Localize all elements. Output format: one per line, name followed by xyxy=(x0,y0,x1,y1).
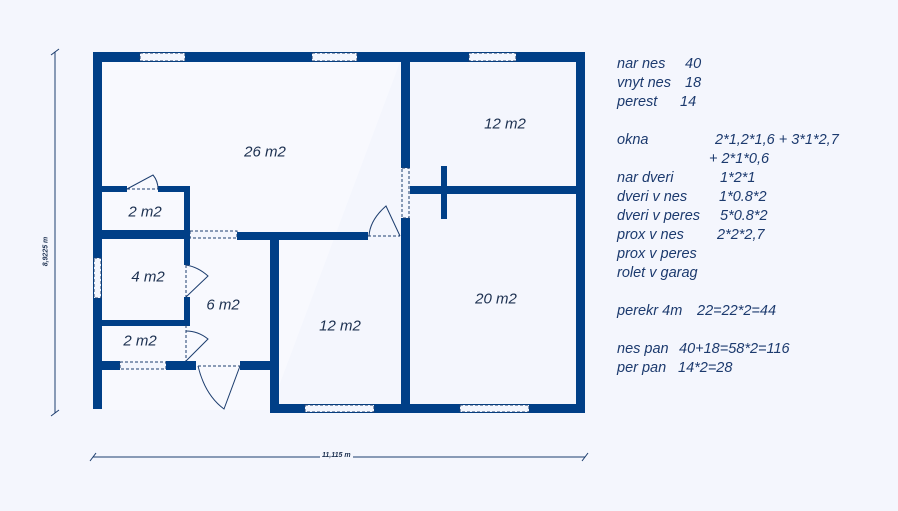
note-value: 14*2=28 xyxy=(678,360,733,376)
room-area-bedroom-bottom: 12 m2 xyxy=(319,317,361,335)
room-area-living: 26 m2 xyxy=(244,143,286,161)
room-area-bedroom-top-right: 12 m2 xyxy=(484,115,526,133)
note-label: vnyt nes xyxy=(617,75,671,91)
room-area-bathroom: 4 m2 xyxy=(131,268,165,286)
note-label: perest xyxy=(617,94,658,110)
wall-storage xyxy=(158,186,190,192)
wall-right xyxy=(576,52,585,413)
note-label: prox v nes xyxy=(617,227,684,243)
note-label: nar nes xyxy=(617,56,666,72)
wall-wc-bottom xyxy=(166,361,196,370)
room-area-bottom-right: 20 m2 xyxy=(475,290,517,308)
wall-center-upper xyxy=(401,62,410,168)
note-value: + 2*1*0,6 xyxy=(709,151,770,167)
note-value: 40 xyxy=(685,56,702,72)
note-value: 14 xyxy=(680,94,697,110)
wall-hall-top xyxy=(237,232,368,240)
window xyxy=(139,52,186,62)
window xyxy=(311,52,358,62)
note-label: perekr 4m xyxy=(617,303,683,319)
wall-storage xyxy=(102,186,127,192)
note-label: dveri v nes xyxy=(617,189,688,205)
opening xyxy=(401,167,410,219)
note-label: prox v peres xyxy=(617,246,697,262)
room-area-storage: 2 m2 xyxy=(128,203,162,221)
door-icon xyxy=(368,205,401,237)
wall-wc-bottom xyxy=(102,361,120,370)
room-area-hall: 6 m2 xyxy=(206,296,240,314)
dimension-vertical xyxy=(50,48,60,417)
note-label: nar dveri xyxy=(617,170,674,186)
note-label: rolet v garag xyxy=(617,265,698,281)
note-value: 1*2*1 xyxy=(720,170,756,186)
note-value: 2*1,2*1,6 + 3*1*2,7 xyxy=(715,132,839,148)
window xyxy=(93,257,102,299)
note-value: 2*2*2,7 xyxy=(717,227,765,243)
dimension-height-label: 8,9225 m xyxy=(42,234,50,269)
note-label: okna xyxy=(617,132,649,148)
note-value: 22=22*2=44 xyxy=(697,303,777,319)
note-value: 1*0.8*2 xyxy=(719,189,767,205)
wall-center-lower xyxy=(401,218,410,404)
door-icon xyxy=(185,325,209,362)
note-label: per pan xyxy=(617,360,667,376)
wall-bedroom-left xyxy=(270,232,279,413)
opening xyxy=(189,230,238,239)
note-label: nes pan xyxy=(617,341,669,357)
window xyxy=(459,404,530,413)
wall-hall-top-left xyxy=(102,230,190,239)
wall-bath-right-lower xyxy=(184,297,190,325)
wall-bottom xyxy=(270,404,585,413)
wall-left xyxy=(93,52,102,409)
note-value: 18 xyxy=(685,75,702,91)
wall-bath-right xyxy=(184,186,190,265)
window xyxy=(304,404,375,413)
room-area-wc: 2 m2 xyxy=(123,332,157,350)
wall-entry xyxy=(240,361,278,370)
note-value: 40+18=58*2=116 xyxy=(679,341,790,357)
door-icon xyxy=(197,365,241,410)
dimension-width-label: 11,115 m xyxy=(320,452,353,459)
note-value: 5*0.8*2 xyxy=(720,208,768,224)
wall-t-bar xyxy=(441,166,447,219)
window xyxy=(119,361,167,370)
door-icon xyxy=(126,174,159,190)
note-label: dveri v peres xyxy=(617,208,701,224)
wall-partition-right xyxy=(410,186,576,194)
door-icon xyxy=(185,264,209,298)
wall-bath-bottom xyxy=(102,320,190,326)
window xyxy=(468,52,517,62)
